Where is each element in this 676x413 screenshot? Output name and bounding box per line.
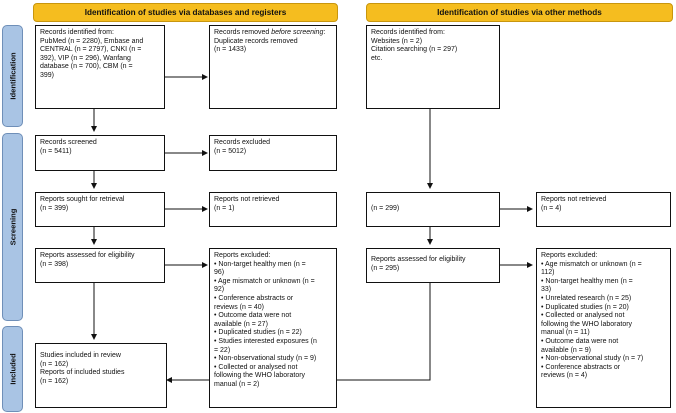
other-sought-text: (n = 299) — [371, 205, 400, 212]
studies-included-text: Studies included in review (n = 162) Rep… — [40, 352, 125, 385]
header-databases: Identification of studies via databases … — [33, 3, 338, 22]
records-removed-prefix: Records removed — [214, 29, 272, 36]
list-item: • Collected or analysed not following th… — [541, 312, 633, 337]
records-excluded-box: Records excluded (n = 5012) — [209, 135, 337, 171]
list-item: • Duplicated studies (n = 20) — [541, 303, 629, 311]
other-assessed-box: Reports assessed for eligibility (n = 29… — [366, 248, 500, 283]
studies-included-box: Studies included in review (n = 162) Rep… — [35, 343, 167, 408]
other-not-retrieved-text: Reports not retrieved (n = 4) — [541, 196, 607, 212]
list-item: • Non-target healthy men (n = 33) — [541, 277, 633, 294]
reports-excluded-right-title: Reports excluded: — [541, 252, 598, 259]
phase-included: Included — [2, 326, 23, 412]
records-screened-text: Records screened (n = 5411) — [40, 139, 97, 155]
records-excluded-text: Records excluded (n = 5012) — [214, 139, 271, 155]
list-item: • Conference abstracts or reviews (n = 4… — [541, 363, 621, 380]
records-removed-text: Records removed before screening: Duplic… — [214, 29, 332, 55]
records-removed-suffix: : Duplicate records removed (n = 1433) — [214, 29, 326, 54]
list-item: • Age mismatch or unknown (n = 92) — [214, 277, 315, 294]
records-removed-emphasis: before screening — [271, 29, 324, 36]
reports-excluded-left-list: • Non-target healthy men (n = 96) • Age … — [214, 261, 332, 390]
list-item: • Outcome data were not available (n = 9… — [541, 337, 619, 354]
phase-identification: Identification — [2, 25, 23, 127]
list-item: • Non-observational study (n = 9) — [214, 355, 317, 363]
reports-not-retrieved-box: Reports not retrieved (n = 1) — [209, 192, 337, 227]
list-item: • Conference abstracts or reviews (n = 4… — [214, 294, 294, 311]
list-item: • Unrelated research (n = 25) — [541, 294, 632, 302]
reports-sought-text: Reports sought for retrieval (n = 399) — [40, 196, 125, 212]
other-identified-text: Records identified from: Websites (n = 2… — [371, 29, 458, 62]
list-item: • Age mismatch or unknown (n = 112) — [541, 260, 642, 277]
reports-sought-box: Reports sought for retrieval (n = 399) — [35, 192, 165, 227]
phase-screening: Screening — [2, 133, 23, 321]
records-identified-box: Records identified from: PubMed (n = 228… — [35, 25, 165, 109]
other-sought-box: (n = 299) — [366, 192, 500, 227]
list-item: • Non-target healthy men (n = 96) — [214, 260, 306, 277]
header-other-methods: Identification of studies via other meth… — [366, 3, 673, 22]
reports-excluded-left-title: Reports excluded: — [214, 252, 271, 259]
list-item: • Collected or analysed not following th… — [214, 363, 306, 388]
records-removed-box: Records removed before screening: Duplic… — [209, 25, 337, 109]
records-screened-box: Records screened (n = 5411) — [35, 135, 165, 171]
list-item: • Studies interested exposures (n = 22) — [214, 337, 317, 354]
list-item: • Non-observational study (n = 7) — [541, 355, 644, 363]
reports-assessed-text: Reports assessed for eligibility (n = 39… — [40, 252, 135, 268]
records-identified-text: Records identified from: PubMed (n = 228… — [40, 29, 144, 79]
other-assessed-text: Reports assessed for eligibility (n = 29… — [371, 256, 466, 272]
other-not-retrieved-box: Reports not retrieved (n = 4) — [536, 192, 671, 227]
other-identified-box: Records identified from: Websites (n = 2… — [366, 25, 500, 109]
reports-not-retrieved-text: Reports not retrieved (n = 1) — [214, 196, 280, 212]
reports-excluded-right-box: Reports excluded: • Age mismatch or unkn… — [536, 248, 671, 408]
reports-assessed-box: Reports assessed for eligibility (n = 39… — [35, 248, 165, 283]
reports-excluded-right-list: • Age mismatch or unknown (n = 112) • No… — [541, 261, 666, 381]
list-item: • Duplicated studies (n = 22) — [214, 329, 302, 337]
list-item: • Outcome data were not available (n = 2… — [214, 312, 292, 328]
reports-excluded-left-box: Reports excluded: • Non-target healthy m… — [209, 248, 337, 408]
